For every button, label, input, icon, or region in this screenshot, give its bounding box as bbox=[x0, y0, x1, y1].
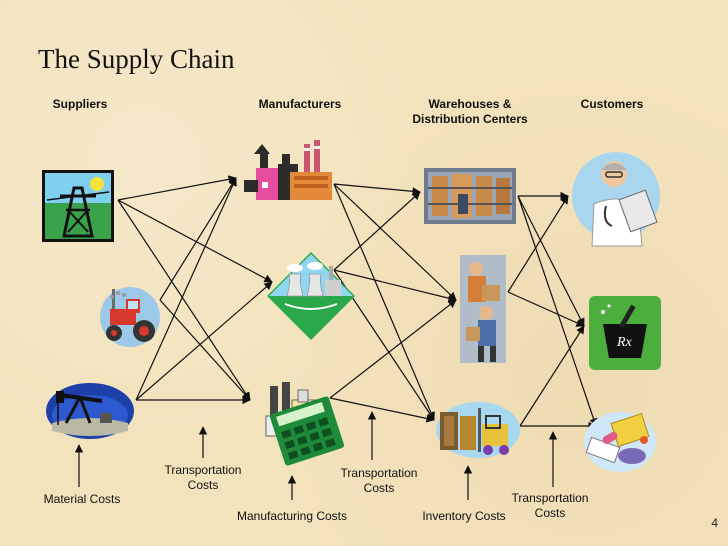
transport-costs-2-line1: Transportation bbox=[340, 466, 418, 480]
column-warehouses-line1: Warehouses & bbox=[428, 97, 512, 111]
flow-arrow-supplier-power-to-manufacturer-assembly bbox=[117, 199, 251, 401]
inventory-costs-label: Inventory Costs bbox=[422, 509, 506, 523]
flow-arrow-manufacturer-assembly-to-warehouse-forklift bbox=[329, 397, 435, 423]
column-warehouses-line2: Distribution Centers bbox=[412, 112, 528, 126]
factory-icon bbox=[244, 140, 332, 200]
transport-costs-label-1: Transportation Costs bbox=[158, 463, 248, 493]
pharmacy-icon: Rx bbox=[589, 296, 661, 370]
page-title: The Supply Chain bbox=[38, 44, 235, 74]
flow-arrow-supplier-power-to-manufacturer-factory bbox=[117, 175, 237, 201]
column-suppliers: Suppliers bbox=[52, 97, 108, 111]
transport-costs-1-line2: Costs bbox=[187, 478, 219, 492]
column-manufacturers: Manufacturers bbox=[248, 97, 352, 112]
transport-costs-2-line2: Costs bbox=[363, 481, 395, 495]
medicine-icon bbox=[584, 412, 656, 472]
cost-arrows bbox=[74, 411, 558, 500]
flow-arrow-warehouse-shelves-to-customer-pharmacy bbox=[517, 195, 585, 327]
flow-arrow-warehouse-workers-to-customer-doctor bbox=[507, 195, 569, 293]
manufacturing-costs-label: Manufacturing Costs bbox=[236, 509, 348, 523]
warehouse-shelves-icon bbox=[424, 168, 516, 224]
oil-pump-icon bbox=[46, 383, 134, 439]
flow-arrow-manufacturer-plant-to-warehouse-shelves bbox=[333, 191, 421, 271]
flow-arrow-manufacturer-factory-to-warehouse-workers bbox=[333, 183, 457, 301]
flow-arrow-manufacturer-factory-to-warehouse-forklift bbox=[333, 183, 435, 421]
flow-arrow-warehouse-shelves-to-customer-medicine bbox=[517, 195, 598, 427]
transport-costs-3-line2: Costs bbox=[534, 506, 566, 520]
svg-text:Rx: Rx bbox=[616, 335, 633, 350]
material-costs-label: Material Costs bbox=[43, 492, 121, 506]
transport-costs-label-2: Transportation Costs bbox=[334, 466, 424, 496]
flow-arrow-warehouse-workers-to-customer-pharmacy bbox=[507, 291, 585, 327]
column-customers: Customers bbox=[580, 97, 644, 111]
doctor-icon bbox=[572, 152, 660, 247]
transport-costs-label-3: Transportation Costs bbox=[505, 491, 595, 521]
flow-arrow-supplier-farm-to-manufacturer-factory bbox=[159, 177, 237, 301]
flow-arrow-supplier-oil-to-manufacturer-factory bbox=[135, 177, 237, 401]
flow-arrow-supplier-oil-to-manufacturer-plant bbox=[135, 281, 273, 401]
assembly-plant-icon bbox=[265, 382, 345, 466]
flow-arrow-supplier-farm-to-manufacturer-assembly bbox=[159, 299, 251, 401]
tractor-icon bbox=[100, 287, 160, 347]
transport-costs-3-line1: Transportation bbox=[511, 491, 589, 505]
forklift-icon bbox=[436, 402, 520, 458]
column-warehouses: Warehouses & Distribution Centers bbox=[400, 97, 540, 127]
flow-arrow-manufacturer-factory-to-warehouse-shelves bbox=[333, 183, 421, 196]
flow-arrow-supplier-power-to-manufacturer-plant bbox=[117, 199, 273, 283]
workers-icon bbox=[460, 255, 506, 363]
power-tower-icon bbox=[42, 170, 114, 242]
power-plant-icon bbox=[267, 252, 355, 340]
flow-arrow-manufacturer-assembly-to-warehouse-workers bbox=[329, 299, 457, 399]
flow-arrows bbox=[117, 175, 598, 431]
flow-arrow-manufacturer-plant-to-warehouse-workers bbox=[333, 269, 457, 303]
flow-arrow-warehouse-forklift-to-customer-pharmacy bbox=[519, 325, 585, 427]
column-manufacturers-label: Manufacturers bbox=[258, 97, 342, 111]
transport-costs-1-line1: Transportation bbox=[164, 463, 242, 477]
page-number: 4 bbox=[711, 516, 718, 530]
